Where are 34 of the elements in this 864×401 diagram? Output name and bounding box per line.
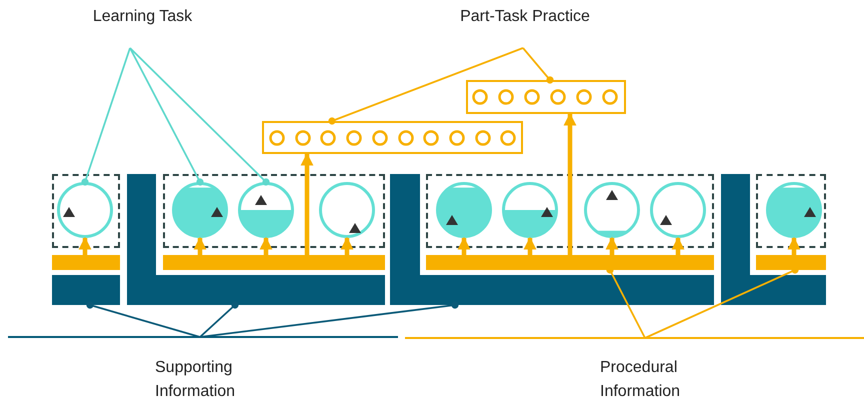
task-class-frame <box>52 174 120 248</box>
caption-text: Part-Task Practice <box>440 5 610 48</box>
practice-strip <box>466 80 626 114</box>
leader-line <box>328 47 524 125</box>
task-class-frame <box>756 174 826 248</box>
caption-text: Procedural Information <box>600 338 720 401</box>
caption-text: Supporting Information <box>155 337 275 401</box>
arrow <box>260 236 272 255</box>
leader-line <box>86 301 200 338</box>
arrow <box>606 236 618 255</box>
supporting-info-block <box>52 275 120 305</box>
task-class-frame <box>426 174 714 248</box>
practice-strip <box>262 121 523 154</box>
arrow <box>788 236 800 255</box>
arrow <box>672 236 684 255</box>
leader-line <box>81 48 131 186</box>
procedural-info-bar <box>426 255 714 270</box>
leader-line <box>522 47 554 84</box>
arrow <box>340 236 354 255</box>
task-class-frame <box>163 174 385 248</box>
procedural-info-bar <box>52 255 120 270</box>
arrow <box>78 236 92 255</box>
arrow <box>458 236 470 255</box>
caption-text: Learning Task <box>80 5 205 48</box>
arrow <box>194 236 206 255</box>
leader-line <box>129 48 204 186</box>
arrow <box>524 236 536 255</box>
leader-line <box>200 301 459 338</box>
procedural-info-bar <box>163 255 385 270</box>
leader-line <box>199 301 239 338</box>
leader-line <box>129 47 270 186</box>
arrow <box>300 152 314 255</box>
arrow <box>564 112 576 255</box>
procedural-info-bar <box>756 255 826 270</box>
